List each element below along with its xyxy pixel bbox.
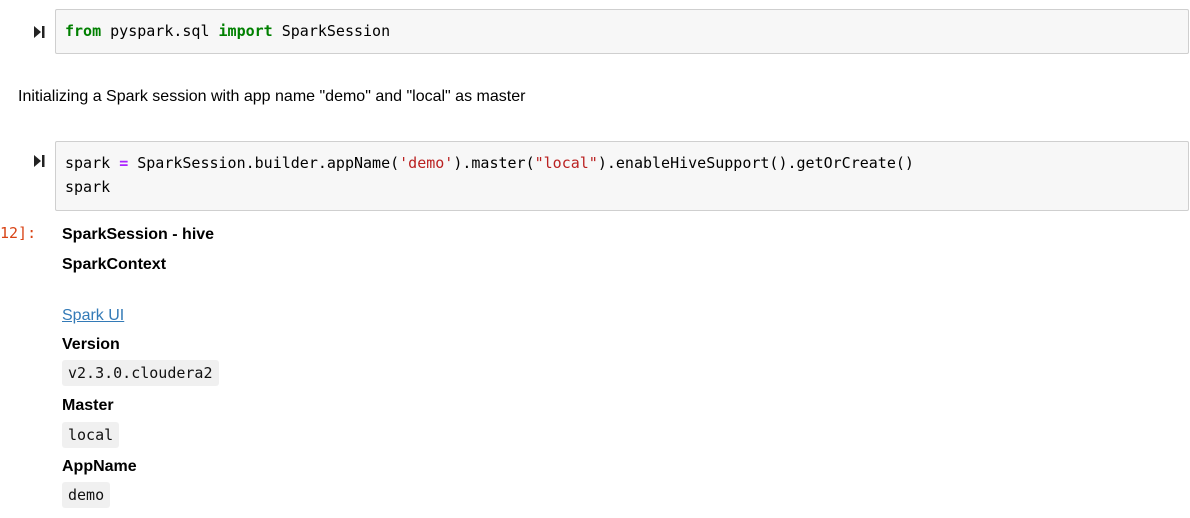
- context-title: SparkContext: [62, 256, 167, 273]
- output-prompt: 12]:: [0, 224, 37, 242]
- imported-name: SparkSession: [272, 22, 391, 40]
- session-title: SparkSession - hive: [62, 226, 215, 243]
- master-call: ).master(: [453, 154, 535, 172]
- code-cell-import[interactable]: from pyspark.sql import SparkSession: [55, 9, 1189, 54]
- master-label: Master: [62, 397, 114, 414]
- run-cell-icon-2[interactable]: [31, 153, 47, 169]
- string-local: "local": [534, 154, 598, 172]
- hive-call: ).enableHiveSupport().getOrCreate(): [597, 154, 914, 172]
- master-value: local: [62, 422, 120, 448]
- code-cell-session[interactable]: spark = SparkSession.builder.appName('de…: [55, 141, 1189, 211]
- version-value: v2.3.0.cloudera2: [62, 360, 219, 386]
- appname-label: AppName: [62, 458, 137, 475]
- markdown-text: Initializing a Spark session with app na…: [18, 88, 526, 105]
- string-demo: 'demo': [399, 154, 454, 172]
- var-spark: spark: [65, 154, 120, 172]
- spark-ui-link[interactable]: Spark UI: [62, 307, 125, 324]
- version-label: Version: [62, 336, 120, 353]
- var-spark-line2: spark: [65, 178, 111, 196]
- keyword-from: from: [65, 22, 102, 40]
- keyword-import: import: [218, 22, 273, 40]
- assign-operator: =: [119, 154, 129, 172]
- module-name: pyspark.sql: [101, 22, 219, 40]
- run-cell-icon[interactable]: [31, 24, 47, 40]
- appname-value: demo: [62, 482, 111, 508]
- builder-call: SparkSession.builder.appName(: [128, 154, 400, 172]
